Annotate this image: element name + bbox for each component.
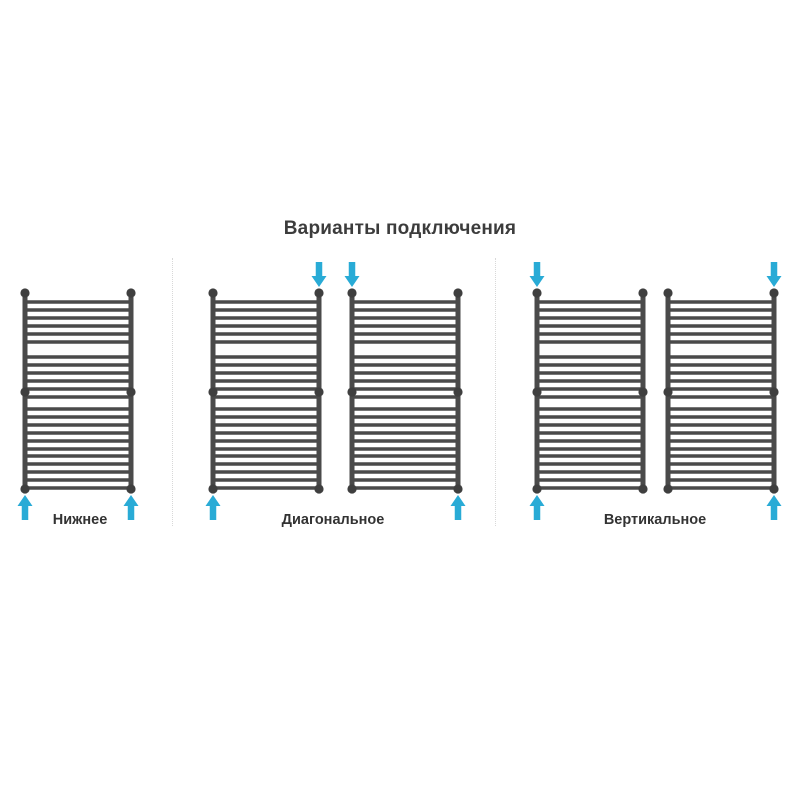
flow-arrow-bottom-left-up — [17, 495, 33, 520]
flow-arrow-top-left-down — [344, 262, 360, 287]
node-bottom-right — [314, 484, 324, 494]
radiator-diagonal-2 — [344, 262, 466, 520]
node-mid-right — [638, 387, 648, 397]
node-mid-left — [347, 387, 357, 397]
node-mid-right — [769, 387, 779, 397]
node-bottom-right — [638, 484, 648, 494]
section-divider-2 — [495, 258, 496, 526]
radiator-vertical-2 — [663, 262, 782, 520]
radiator-vertical-1 — [529, 262, 648, 520]
flow-arrow-top-left-down — [529, 262, 545, 287]
node-bottom-left — [663, 484, 673, 494]
group-label-bottom: Нижнее — [52, 512, 108, 528]
flow-arrow-bottom-left-up — [529, 495, 545, 520]
node-mid-left — [663, 387, 673, 397]
node-bottom-right — [769, 484, 779, 494]
node-top-left — [208, 288, 218, 298]
node-top-left — [532, 288, 542, 298]
node-top-right — [638, 288, 648, 298]
flow-arrow-bottom-right-up — [123, 495, 139, 520]
node-mid-left — [532, 387, 542, 397]
node-mid-left — [208, 387, 218, 397]
node-bottom-left — [208, 484, 218, 494]
node-mid-left — [20, 387, 30, 397]
page-title: Варианты подключения — [283, 218, 517, 239]
group-label-vertical: Вертикальное — [603, 512, 707, 528]
section-divider-1 — [172, 258, 173, 526]
node-mid-right — [126, 387, 136, 397]
node-top-right — [453, 288, 463, 298]
flow-arrow-top-right-down — [766, 262, 782, 287]
radiator-bottom-1 — [17, 288, 139, 520]
node-mid-right — [453, 387, 463, 397]
node-bottom-left — [20, 484, 30, 494]
node-mid-right — [314, 387, 324, 397]
group-label-diagonal: Диагональное — [281, 512, 385, 528]
flow-arrow-bottom-right-up — [766, 495, 782, 520]
node-top-right — [126, 288, 136, 298]
node-top-left — [663, 288, 673, 298]
node-top-left — [20, 288, 30, 298]
flow-arrow-bottom-right-up — [450, 495, 466, 520]
node-bottom-right — [453, 484, 463, 494]
flow-arrow-bottom-left-up — [205, 495, 221, 520]
radiator-diagonal-1 — [205, 262, 327, 520]
node-bottom-right — [126, 484, 136, 494]
node-top-right — [769, 288, 779, 298]
node-top-right — [314, 288, 324, 298]
node-bottom-left — [532, 484, 542, 494]
flow-arrow-top-right-down — [311, 262, 327, 287]
node-bottom-left — [347, 484, 357, 494]
node-top-left — [347, 288, 357, 298]
